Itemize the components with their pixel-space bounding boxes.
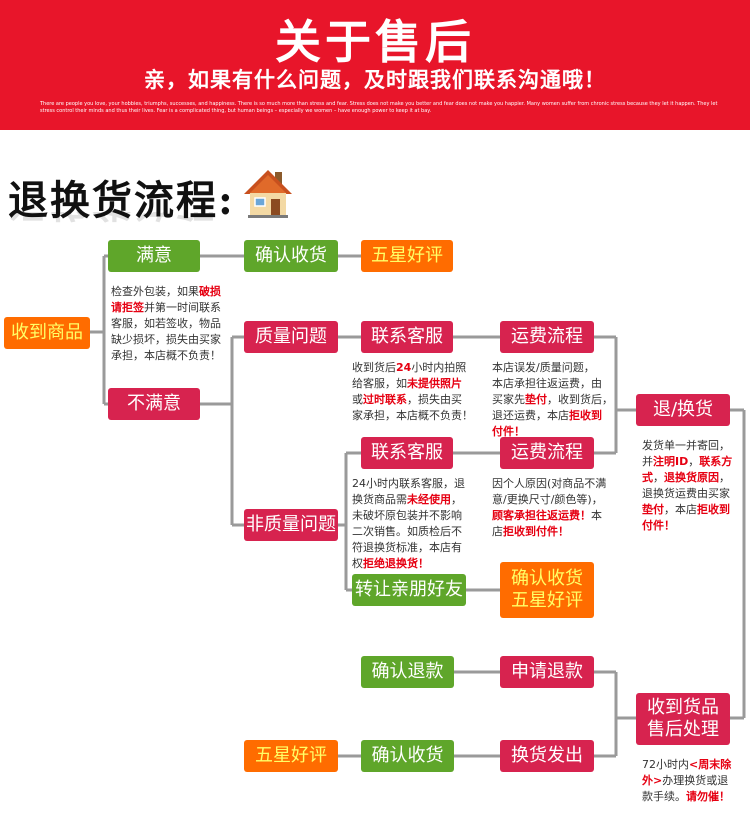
node-non-quality-issue: 非质量问题	[244, 509, 338, 541]
banner-small-text: There are people you love, your hobbies,…	[40, 101, 718, 114]
banner-title: 关于售后	[275, 15, 475, 69]
note-after-sales-processing: 72小时内<周末除 外>办理换货或退 款手续。请勿催！	[642, 758, 732, 803]
node-exchange-shipped: 换货发出	[500, 740, 594, 772]
node-five-star-mid: 五星好评	[511, 590, 583, 611]
note-freight-process-1: 本店误发/质量问题， 本店承担往返运费，由 买家先垫付，收到货后， 退还运费，本…	[492, 361, 613, 438]
note-inspect-package: 检查外包装，如果破损 请拒签并第一时间联系 客服，如若签收，物品 缺少损坏，损失…	[111, 285, 221, 362]
note-non-quality-issue: 24小时内联系客服，退 换货商品需未经使用， 未破坏原包装并不影响 二次销售。如…	[352, 477, 465, 570]
node-received-goods-label: 收到货品	[647, 697, 719, 718]
node-after-sales-label: 售后处理	[647, 719, 719, 740]
node-contact-service-1: 联系客服	[361, 321, 453, 353]
note-quality-issue: 收到货后24小时内拍照 给客服，如未提供照片 或过时联系，损失由买 家承担，本店…	[352, 361, 473, 422]
node-received-goods: 收到商品	[4, 317, 90, 349]
node-transfer-friends: 转让亲朋好友	[352, 574, 466, 606]
node-freight-process-1: 运费流程	[500, 321, 594, 353]
node-quality-issue: 质量问题	[244, 321, 338, 353]
node-five-star-bottom: 五星好评	[244, 740, 338, 772]
node-five-star-top: 五星好评	[361, 240, 453, 272]
node-freight-process-2: 运费流程	[500, 437, 594, 469]
node-satisfied: 满意	[108, 240, 200, 272]
node-confirm-receipt-mid: 确认收货	[511, 568, 583, 589]
node-apply-refund: 申请退款	[500, 656, 594, 688]
node-confirm-refund: 确认退款	[361, 656, 454, 688]
note-freight-process-2: 因个人原因(对商品不满 意/更换尺寸/颜色等)， 顾客承担往返运费！本 店拒收到…	[492, 477, 607, 538]
node-unsatisfied: 不满意	[108, 388, 200, 420]
banner-subtitle: 亲，如果有什么问题，及时跟我们联系沟通哦！	[144, 68, 606, 92]
house-icon	[244, 170, 292, 218]
node-after-sales-processing: 收到货品 售后处理	[636, 693, 730, 745]
node-contact-service-2: 联系客服	[361, 437, 453, 469]
node-return-exchange: 退/换货	[636, 394, 730, 426]
node-confirm-receipt-bottom: 确认收货	[361, 740, 454, 772]
node-confirm-five-star-mid: 确认收货 五星好评	[500, 562, 594, 618]
node-confirm-receipt-top: 确认收货	[244, 240, 338, 272]
note-return-exchange: 发货单一并寄回， 并注明ID，联系方 式，退换货原因， 退换货运费由买家 垫付，…	[642, 439, 733, 532]
section-title: 退换货流程:	[8, 177, 235, 224]
header-banner: 关于售后 亲，如果有什么问题，及时跟我们联系沟通哦！ There are peo…	[0, 0, 750, 130]
